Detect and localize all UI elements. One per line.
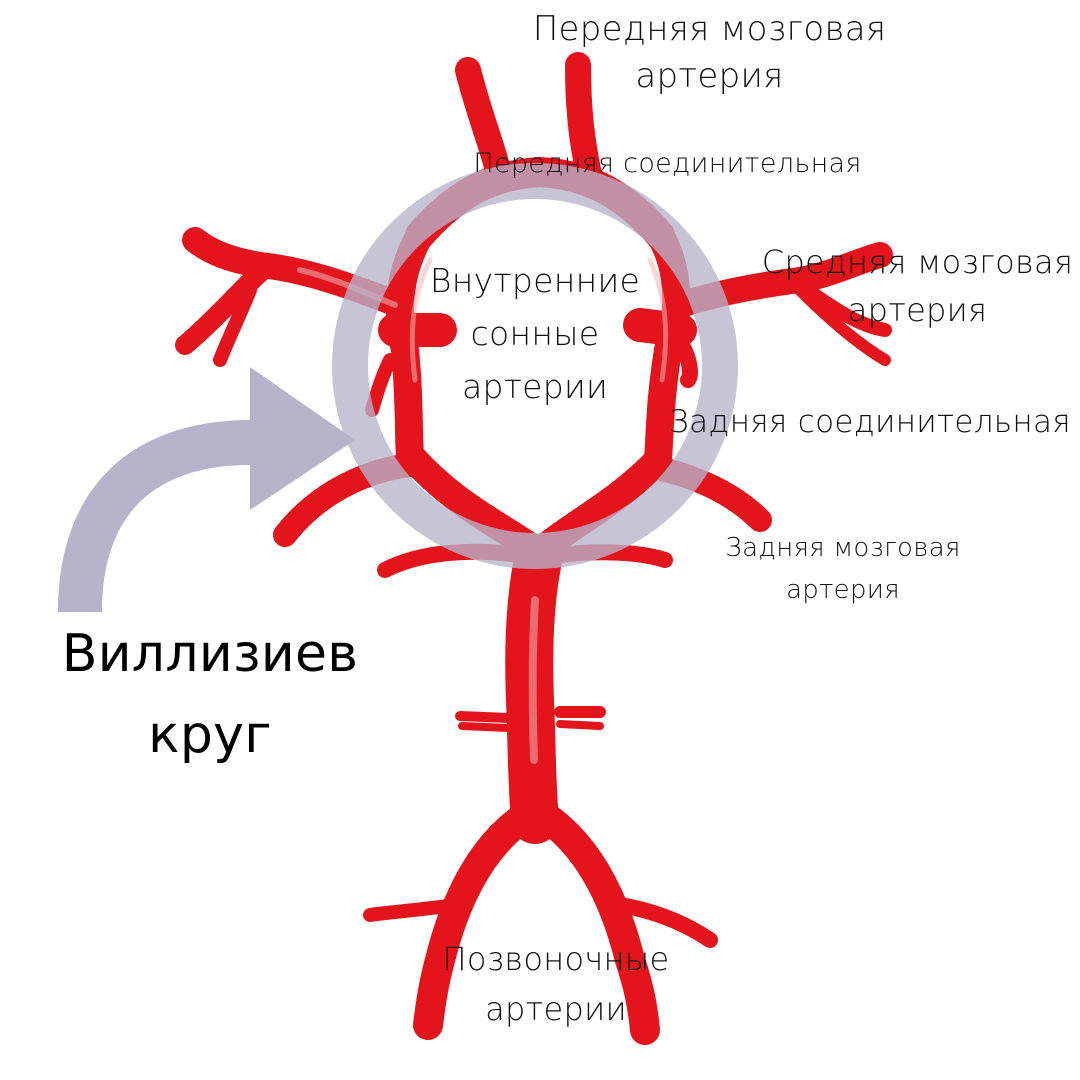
arteries [175,52,893,1045]
label-internal-carotid-arteries: Внутренние сонные артерии [420,255,650,413]
label-line: Позвоночные [442,940,670,978]
title-line: круг [148,704,272,765]
label-line: артерии [461,366,609,406]
pontine-branches-left [455,711,515,723]
label-line: артерия [847,291,988,329]
posterior-communicating-left [386,221,434,469]
label-line: Передняя мозговая [532,9,887,49]
label-line: Задняя соединительная [669,404,1071,440]
label-line: Внутренние [429,261,641,300]
label-anterior-cerebral-artery: Передняя мозговая артерия [522,6,897,100]
vertebral-artery-right [535,805,660,1045]
pica-right [612,897,718,948]
circle-of-willis-highlight-ring [332,163,738,569]
label-posterior-communicating-artery: Задняя соединительная [666,402,1074,442]
anterior-cerebral-artery-right [565,52,601,183]
vertebral-artery-left [413,805,535,1040]
curved-arrow-icon [58,367,355,612]
label-line: артерия [635,55,784,96]
label-line: сонные [470,313,600,353]
diagram-title: Виллизиев круг [40,614,380,775]
label-middle-cerebral-artery: Средняя мозговая артерия [760,238,1075,334]
label-posterior-cerebral-artery: Задняя мозговая артерия [712,528,974,611]
anterior-cerebral-artery-left [455,57,511,183]
label-line: артерии [485,989,627,1028]
label-line: Средняя мозговая [761,243,1074,281]
label-line: Передняя соединительная [473,148,862,179]
pica-left [363,898,462,922]
label-vertebral-arteries: Позвоночные артерии [430,935,682,1034]
label-line: Задняя мозговая [725,533,961,563]
label-anterior-communicating-artery: Передняя соединительная [465,142,870,185]
title-line: Виллизиев [61,624,359,684]
label-line: артерия [786,574,900,605]
